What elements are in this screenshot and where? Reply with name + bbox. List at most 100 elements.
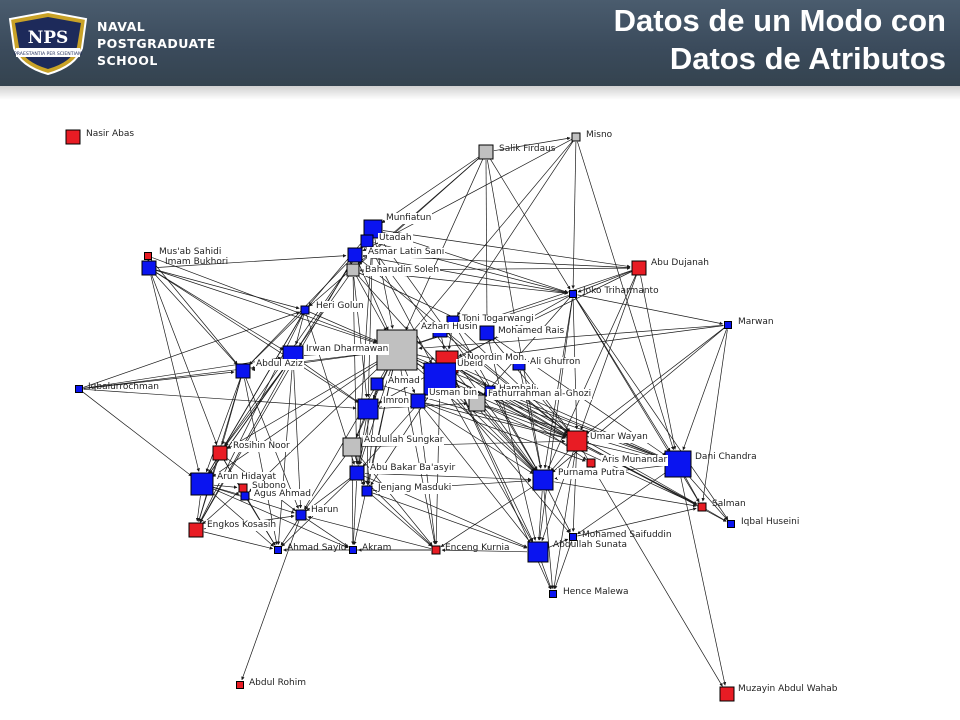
node-baharudin[interactable] (346, 263, 360, 277)
edge-layer (82, 136, 729, 687)
node-label-arun: Arun Hidayat (216, 472, 277, 483)
edge-hambali-umar (495, 393, 567, 436)
edge-noordin-umar (457, 367, 568, 436)
node-purnama[interactable] (532, 469, 554, 491)
edge-noordin-arismunandar (456, 368, 587, 460)
edge-enceng-harun (307, 515, 432, 550)
node-nasir[interactable] (65, 129, 81, 145)
node-label-mohamed: Mohamed Rais (497, 326, 566, 337)
node-saifuddin[interactable] (569, 533, 577, 541)
node-label-iqbal: Iqbalurrochman (88, 382, 159, 392)
edge-joko-purnama (543, 298, 573, 469)
node-abudujanah[interactable] (631, 260, 647, 276)
node-tadah[interactable] (360, 234, 374, 248)
edge-toni-umar (457, 326, 569, 434)
header-banner (0, 0, 960, 86)
node-abdullahs[interactable] (342, 437, 362, 457)
node-mustafa[interactable] (144, 252, 152, 260)
node-heri[interactable] (300, 305, 310, 315)
node-akram[interactable] (349, 546, 357, 554)
node-label-abdulrohim: Abdul Rohim (249, 678, 306, 688)
node-abdullahsunata[interactable] (527, 541, 549, 563)
node-joko[interactable] (569, 290, 577, 298)
node-dani[interactable] (664, 450, 692, 478)
edge-arun-subono (213, 484, 238, 489)
node-salman[interactable] (697, 502, 707, 512)
node-subono[interactable] (238, 483, 248, 493)
node-label-munfiatun: Munfiatun (385, 213, 433, 224)
svg-text:PRAESTANTIA PER SCIENTIAM: PRAESTANTIA PER SCIENTIAM (14, 51, 82, 57)
node-umar[interactable] (566, 430, 588, 452)
slide-title-line-2: Datos de Atributos (669, 41, 946, 76)
node-iqbalh[interactable] (727, 520, 735, 528)
node-label-abdulazis: Abdul Aziz (255, 359, 304, 370)
node-enceng[interactable] (431, 545, 441, 555)
edge-usman-umar (425, 402, 566, 440)
edge-purnama-enceng (440, 485, 534, 547)
node-ahmadsayid[interactable] (274, 546, 282, 554)
node-mohamed[interactable] (479, 325, 495, 341)
node-engkos[interactable] (188, 522, 204, 538)
edge-subono-engkos (202, 491, 240, 525)
edge-salik-joko (489, 158, 571, 290)
edge-fathur-purnama (482, 409, 536, 472)
node-agus[interactable] (240, 491, 250, 501)
node-label-abudujanah: Abu Dujanah (651, 258, 710, 268)
nps-crest-icon: NPS PRAESTANTIA PER SCIENTIAM (8, 10, 88, 76)
edge-abdulazis-arun (205, 378, 241, 473)
node-misno[interactable] (571, 132, 581, 142)
edge-usman-arismunandar (425, 403, 586, 462)
node-abdulrohim[interactable] (236, 681, 244, 689)
node-label-harun: Harun (310, 505, 340, 516)
node-jenjang[interactable] (361, 485, 373, 497)
logo-line-2: POSTGRADUATE (97, 36, 216, 51)
edge-munfiatun-joko (382, 231, 569, 294)
node-muzayin[interactable] (719, 686, 735, 702)
node-imam[interactable] (141, 260, 157, 276)
node-harun[interactable] (295, 509, 307, 521)
edge-imam-abdulazis (154, 273, 238, 365)
node-abubakar[interactable] (349, 465, 365, 481)
edge-salik-munfiatun (381, 156, 480, 224)
edge-irwan-ahmadsayid (276, 366, 293, 545)
edge-usman-abdullahsunata (422, 407, 531, 543)
node-label-hence: Hence Malewa (563, 587, 629, 597)
edge-iqbal-imron (83, 388, 357, 410)
node-abdulazis[interactable] (235, 363, 251, 379)
edge-purnama-salman (553, 481, 697, 508)
edge-arun-harun (213, 487, 295, 514)
node-label-rosihin: Rosihin Noor (232, 441, 291, 452)
edge-rosihin-arun (208, 459, 217, 474)
node-label-salik: Salik Firdaus (499, 144, 556, 154)
slide-title: Datos de un Modo con Datos de Atributos (614, 2, 946, 78)
edge-umar-saifuddin (571, 451, 577, 532)
node-ahmad[interactable] (370, 377, 384, 391)
node-hence[interactable] (549, 590, 557, 598)
node-arun[interactable] (190, 472, 214, 496)
edge-umar-purnama (550, 449, 571, 472)
node-label-usman: Usman bin (428, 388, 479, 399)
edge-imam-rosihin (151, 275, 218, 446)
node-asmar[interactable] (347, 247, 363, 263)
node-usman[interactable] (410, 393, 426, 409)
edge-harun-abdulrohim (241, 520, 300, 681)
edge-arun-agus (213, 486, 240, 496)
node-iqbal[interactable] (75, 385, 83, 393)
edge-joko-marwan (577, 294, 724, 326)
edge-abdullahsunata-saifuddin (547, 538, 569, 549)
node-rosihin[interactable] (212, 445, 228, 461)
edge-misno-toni (457, 141, 574, 316)
node-salik[interactable] (478, 144, 494, 160)
edge-salik-heri (309, 157, 481, 307)
edge-baharudin-big (356, 275, 387, 332)
node-marwan[interactable] (724, 321, 732, 329)
edge-umar-muzayin (582, 450, 723, 687)
edge-arun-ahmadsayid (210, 491, 275, 547)
node-label-imron: Imron (382, 396, 411, 407)
edge-salik-mohamed (485, 159, 489, 325)
logo-line-1: NAVAL (97, 19, 146, 34)
edge-abubakar-enceng (362, 478, 433, 547)
node-imron[interactable] (357, 398, 379, 420)
node-arismunandar[interactable] (586, 458, 596, 468)
node-label-azhari: Azhari Husin (420, 322, 479, 333)
